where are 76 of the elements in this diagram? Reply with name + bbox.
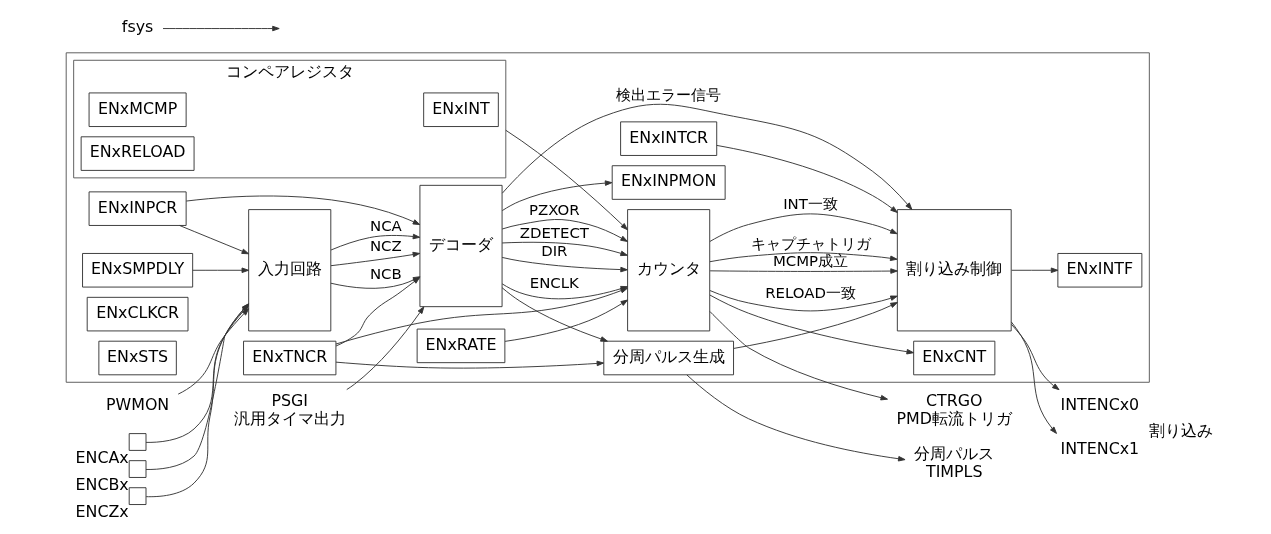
- edge-label: ENCLK: [529, 273, 579, 292]
- node-text: INTENCx1: [1060, 439, 1139, 459]
- edge-label: INT一致: [782, 195, 838, 214]
- node-box: 入力回路: [247, 209, 331, 332]
- edge-label: RELOAD一致: [764, 284, 856, 303]
- node-box: ENxSMPDLY: [81, 253, 193, 288]
- arrow: [501, 103, 912, 210]
- node-box: ENxINT: [422, 92, 499, 127]
- edge-label: MCMP成立: [772, 252, 848, 271]
- node-text: PSGI 汎用タイマ出力: [233, 391, 346, 428]
- node-label: ENCBx: [75, 475, 129, 495]
- node-box: ENxRELOAD: [80, 136, 195, 171]
- edge-label: NCZ: [369, 237, 402, 256]
- cluster: [65, 52, 1150, 383]
- arrow: [501, 241, 628, 257]
- node-box: 分周パルス生成: [602, 340, 734, 376]
- arrow: [709, 252, 897, 263]
- node-box: ENxSTS: [97, 340, 177, 376]
- node-box: ENxCLKCR: [86, 296, 188, 332]
- node-box: 割り込み制御: [896, 209, 1012, 332]
- arrow: [501, 219, 628, 242]
- arrow: [501, 180, 612, 212]
- edge-label: DIR: [540, 242, 567, 261]
- node-text: fsys: [121, 17, 153, 37]
- node-box: ENxMCMP: [88, 92, 187, 127]
- edge-label: ZDETECT: [519, 224, 589, 243]
- node-box: ENxTNCR: [242, 340, 336, 376]
- arrow: [733, 302, 898, 349]
- arrow: [1010, 323, 1059, 391]
- node-label: ENCZx: [75, 502, 129, 522]
- node-label: ENCAx: [75, 448, 129, 468]
- node-box: デコーダ: [418, 184, 503, 308]
- edge-label: PZXOR: [528, 201, 580, 220]
- edge-label: キャプチャトリガ: [750, 234, 871, 253]
- arrow: [191, 267, 249, 273]
- arrow: [709, 290, 898, 312]
- arrow: [501, 287, 608, 342]
- node-box: ENxCNT: [912, 340, 995, 376]
- arrow: [504, 129, 628, 231]
- arrow: [708, 294, 914, 355]
- arrow: [709, 268, 898, 274]
- node-box: ENxRATE: [416, 328, 505, 364]
- arrow: [504, 299, 628, 342]
- arrow: [162, 25, 280, 32]
- arrow: [330, 233, 420, 251]
- arrow: [1010, 321, 1057, 434]
- edge-label: NCA: [369, 216, 402, 235]
- node-box: ENxINTF: [1056, 253, 1142, 288]
- arrow: [345, 306, 424, 391]
- node-box: [128, 433, 146, 451]
- arrow: [178, 225, 249, 255]
- node-box: カウンタ: [626, 209, 710, 332]
- node-box: [128, 460, 146, 478]
- node-text: CTRGO PMD転流トリガ: [896, 391, 1012, 428]
- edge-label: 検出エラー信号: [615, 86, 721, 105]
- arrow: [335, 276, 420, 347]
- arrow: [335, 360, 604, 369]
- edge-label: NCB: [369, 265, 402, 284]
- arrow: [715, 144, 898, 213]
- node-box: ENxINPMON: [611, 165, 726, 200]
- node-text: PWMON: [105, 395, 169, 415]
- arrow: [685, 374, 905, 462]
- node-text: 分周パルス TIMPLS: [913, 444, 994, 482]
- arrow: [709, 213, 898, 242]
- arrow: [185, 195, 420, 226]
- arrow: [329, 276, 420, 289]
- node-label: 割り込み: [1148, 421, 1213, 441]
- arrow: [1010, 267, 1058, 273]
- arrow: [330, 251, 420, 267]
- node-box: ENxINPCR: [88, 191, 187, 226]
- node-box: ENxINTCR: [619, 121, 717, 156]
- arrow: [708, 310, 888, 401]
- node-text: INTENCx0: [1060, 395, 1139, 415]
- arrow: [501, 256, 628, 273]
- node-box: [128, 487, 146, 505]
- arrow: [177, 308, 249, 395]
